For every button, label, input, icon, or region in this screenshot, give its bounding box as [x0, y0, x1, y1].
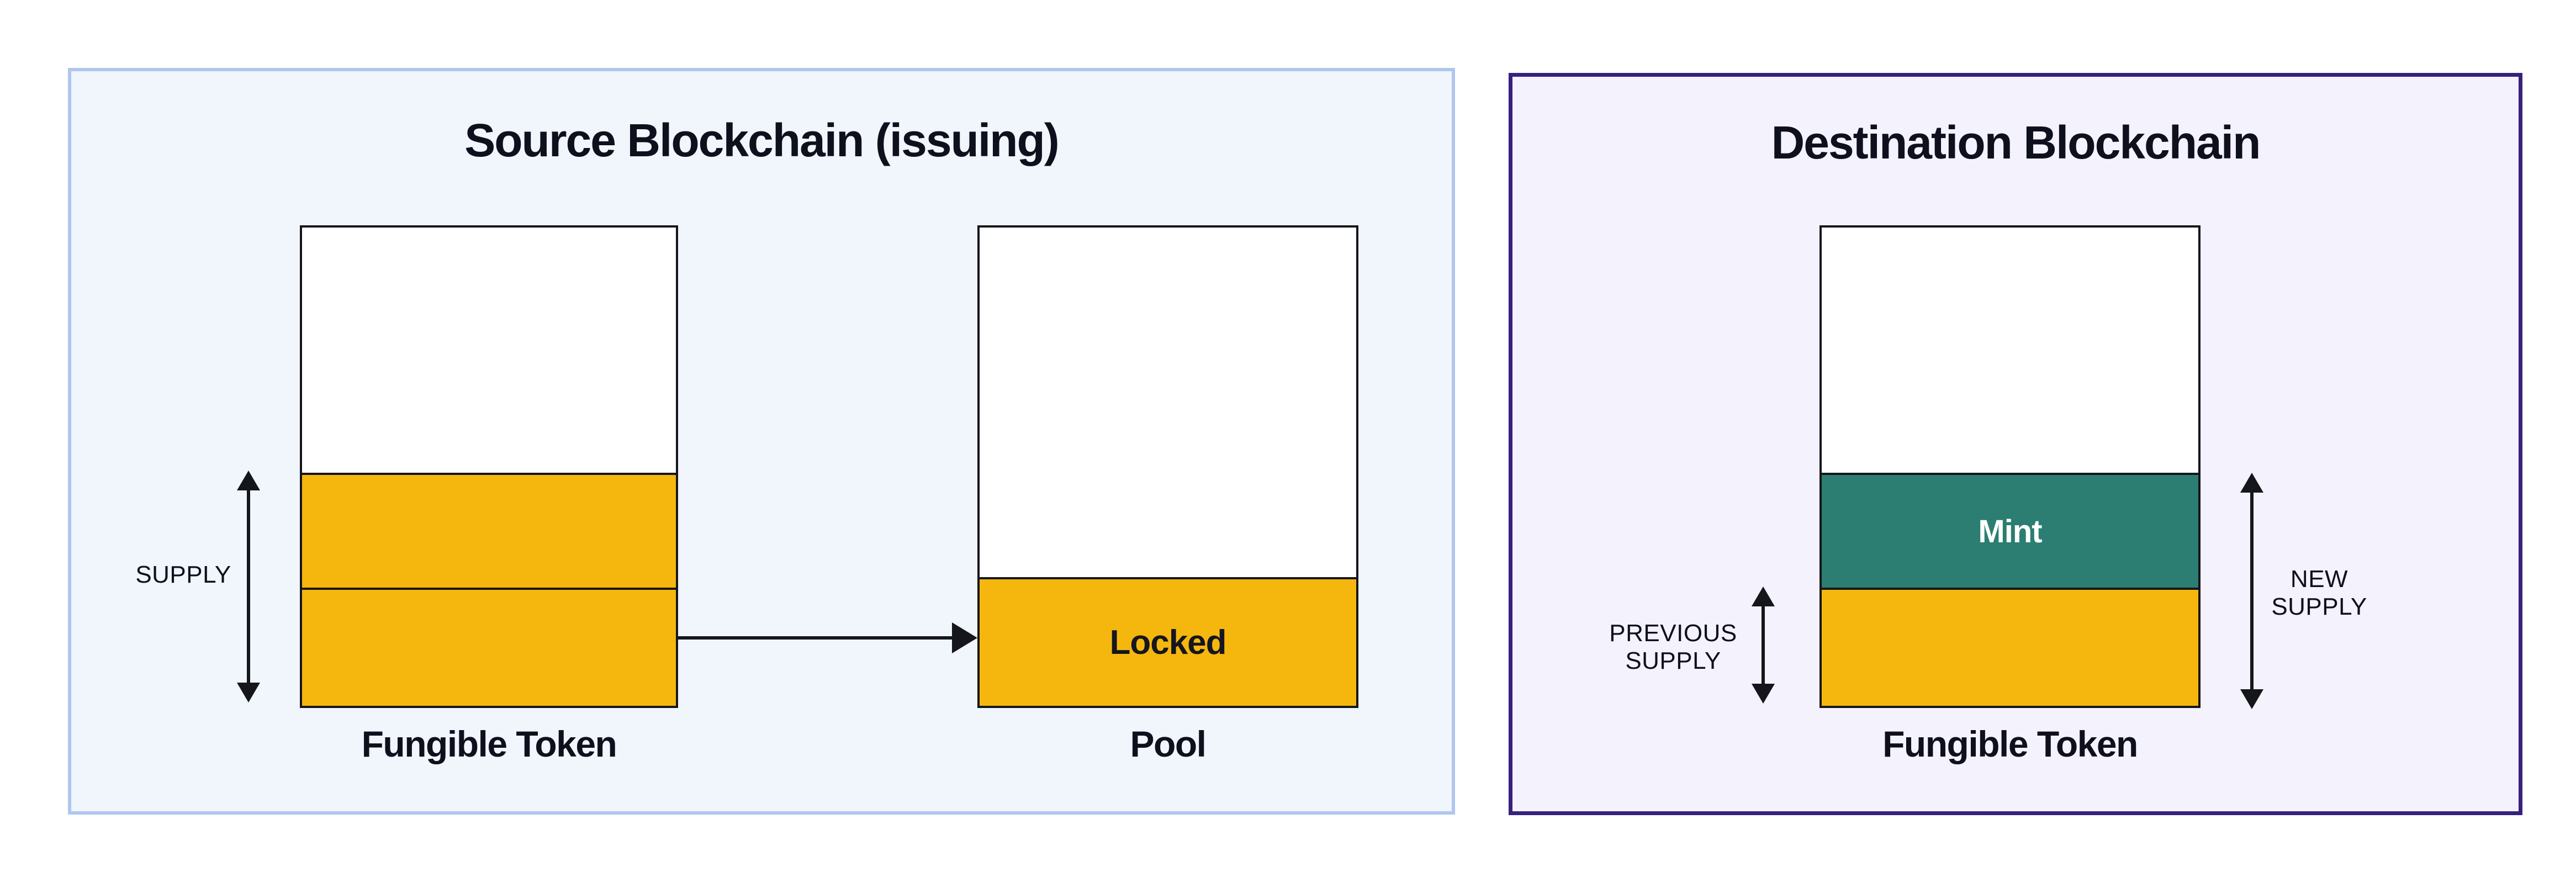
arrowhead-down-icon: [1752, 684, 1775, 704]
destination-previous-supply-segment: [1822, 588, 2198, 706]
arrow-shaft: [1762, 602, 1765, 688]
arrow-shaft: [678, 636, 955, 640]
source-supply-upper-segment: [302, 473, 676, 588]
arrowhead-down-icon: [2240, 689, 2263, 709]
new-supply-label-line2: SUPPLY: [2271, 593, 2367, 620]
source-fungible-token-box: [300, 225, 678, 708]
previous-supply-label: PREVIOUS SUPPLY: [1590, 620, 1756, 675]
supply-label: SUPPLY: [135, 561, 231, 588]
pool-empty-segment: [980, 228, 1356, 577]
new-supply-label-line1: NEW: [2290, 566, 2348, 593]
arrow-shaft: [2250, 488, 2254, 694]
pool-caption: Pool: [1130, 723, 1207, 764]
arrowhead-right-icon: [952, 622, 977, 653]
locked-label: Locked: [1109, 624, 1226, 662]
mint-segment: Mint: [1822, 473, 2198, 588]
lock-transfer-arrow: [678, 622, 977, 653]
source-supply-lower-segment: [302, 588, 676, 706]
new-supply-range-arrow: [2240, 473, 2263, 709]
destination-fungible-token-box: Mint: [1819, 225, 2201, 708]
previous-supply-label-line1: PREVIOUS: [1609, 620, 1737, 647]
pool-locked-segment: Locked: [980, 577, 1356, 706]
supply-range-arrow: [237, 471, 260, 702]
destination-token-empty-segment: [1822, 228, 2198, 473]
previous-supply-range-arrow: [1752, 587, 1775, 704]
destination-fungible-token-caption: Fungible Token: [1882, 723, 2138, 764]
source-panel-title: Source Blockchain (issuing): [464, 114, 1060, 166]
source-fungible-token-caption: Fungible Token: [361, 723, 617, 764]
arrow-shaft: [247, 486, 250, 687]
arrowhead-down-icon: [237, 683, 260, 702]
pool-box: Locked: [977, 225, 1358, 708]
mint-label: Mint: [1978, 513, 2042, 550]
previous-supply-label-line2: SUPPLY: [1625, 647, 1721, 674]
destination-panel-title: Destination Blockchain: [1771, 117, 2261, 168]
new-supply-label: NEW SUPPLY: [2236, 566, 2402, 621]
source-token-empty-segment: [302, 228, 676, 473]
